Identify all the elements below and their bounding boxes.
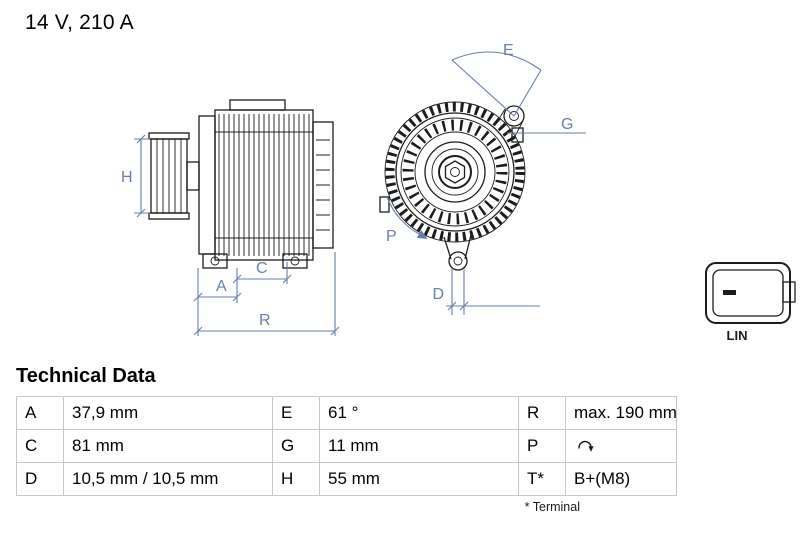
dimension-label-E: E (503, 42, 514, 59)
alternator-body (198, 99, 334, 269)
connector-label: LIN (727, 328, 748, 343)
connector-tab (782, 281, 796, 303)
shaft-hex-nut (444, 160, 466, 184)
spec-value: 61 ° (319, 396, 519, 430)
table-row: D 10,5 mm / 10,5 mm H 55 mm T* B+(M8) (16, 462, 677, 496)
rotation-direction-icon (578, 440, 594, 452)
table-row: C 81 mm G 11 mm P (16, 429, 677, 463)
alternator-side-view: H A C R (121, 99, 340, 336)
alternator-technical-drawing: H A C R (121, 42, 796, 343)
rear-end-cap (312, 121, 334, 249)
dimension-D: D (432, 268, 540, 315)
dimension-label-R: R (259, 312, 271, 329)
mounting-lug (282, 253, 308, 269)
technical-data-table: A 37,9 mm E 61 ° R max. 190 mm C 81 mm G… (16, 396, 677, 496)
upper-mounting-ear (496, 105, 525, 141)
lin-connector: LIN (705, 262, 796, 343)
dimension-label-A: A (216, 278, 227, 295)
terminal-footnote: * Terminal (524, 500, 580, 514)
spec-value: 11 mm (319, 429, 519, 463)
voltage-current-rating: 14 V, 210 A (25, 11, 134, 34)
side-tab (379, 196, 390, 213)
technical-data-title: Technical Data (16, 365, 156, 387)
pulley (148, 132, 200, 220)
spec-value-rotation (565, 429, 677, 463)
dimension-label-H: H (121, 169, 133, 186)
spec-value: 55 mm (319, 462, 519, 496)
spec-key: A (16, 396, 64, 430)
spec-key: P (518, 429, 566, 463)
dimension-A: A (193, 268, 242, 336)
alternator-front-view: E G P D (379, 42, 586, 315)
spec-value: 81 mm (63, 429, 273, 463)
spec-key: T* (518, 462, 566, 496)
dimension-H: H (121, 134, 150, 218)
fin-ring (385, 102, 525, 242)
mounting-lug (202, 253, 228, 269)
dimension-P: P (386, 196, 428, 245)
table-row: A 37,9 mm E 61 ° R max. 190 mm (16, 396, 677, 430)
dimension-label-G: G (561, 116, 573, 133)
vent-slot-ring (402, 119, 508, 225)
dimension-E: E (451, 42, 542, 117)
spec-key: E (272, 396, 320, 430)
lower-mounting-lug (443, 234, 472, 271)
dimension-label-D: D (432, 286, 444, 303)
connector-pin (723, 290, 736, 295)
spec-key: G (272, 429, 320, 463)
spec-value: 10,5 mm / 10,5 mm (63, 462, 273, 496)
spec-value: B+(M8) (565, 462, 677, 496)
rotation-arrowhead (416, 230, 428, 239)
dimension-R: R (193, 252, 340, 336)
spec-key: H (272, 462, 320, 496)
spec-key: C (16, 429, 64, 463)
cooling-fins (218, 114, 310, 256)
dimension-label-P: P (386, 228, 397, 245)
spec-value: max. 190 mm (565, 396, 677, 430)
spec-key: R (518, 396, 566, 430)
terminal-stud (511, 127, 524, 143)
dimension-label-C: C (256, 260, 268, 277)
dimension-C: C (232, 260, 292, 284)
dimension-G: G (507, 116, 586, 134)
pulley-grooves (156, 139, 182, 213)
spec-key: D (16, 462, 64, 496)
terminal-block (229, 99, 286, 111)
spec-value: 37,9 mm (63, 396, 273, 430)
